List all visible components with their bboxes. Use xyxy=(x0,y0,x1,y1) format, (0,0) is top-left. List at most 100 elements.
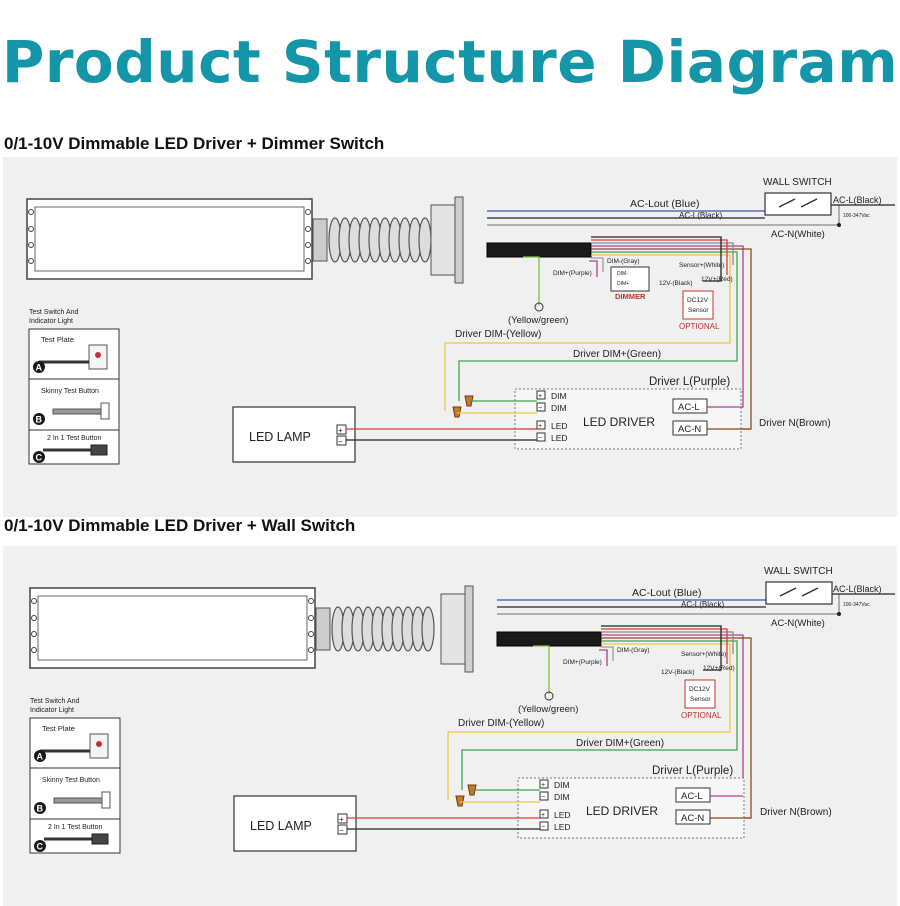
wire-dim-purple xyxy=(599,649,608,666)
terminal-box xyxy=(539,821,549,831)
wire-dim-gray xyxy=(591,257,604,272)
conduit-fitting xyxy=(430,204,456,276)
label-indicator-light: Indicator Light xyxy=(30,707,74,714)
label-sensor-white: Sensor+(White) xyxy=(679,262,724,269)
terminal-sign: − xyxy=(538,435,542,442)
label-test-plate: Test Plate xyxy=(41,335,74,344)
label-ac-n: AC-N(White) xyxy=(771,229,825,240)
terminal-label: LED xyxy=(554,810,571,820)
corrugated-conduit-ring xyxy=(421,606,435,652)
wire-driver-dim-minus-yellow xyxy=(444,254,731,411)
wire-ground-yellow-green xyxy=(533,645,550,694)
driver-housing-inner xyxy=(34,206,305,272)
wire-driver-dim-plus-green xyxy=(461,640,738,790)
label-optional: OPTIONAL xyxy=(679,322,720,331)
lamp-terminal-plus-sign: + xyxy=(338,426,343,435)
label-driver-n: Driver N(Brown) xyxy=(760,807,832,818)
page-title: Product Structure Diagram xyxy=(1,28,899,96)
label-ac-l-small: AC-L(Black) xyxy=(681,600,724,609)
label-12v-red: 12V+(Red) xyxy=(701,276,733,283)
label-12v-red: 12V+(Red) xyxy=(703,665,735,672)
terminal-dot xyxy=(837,223,841,227)
label-dc12v-sensor: Sensor xyxy=(690,696,711,703)
wire-nut xyxy=(455,795,465,807)
two-in-one-button-icon xyxy=(90,444,108,456)
label-ac-n-terminal: AC-N xyxy=(681,813,704,824)
housing-mount-hole xyxy=(28,209,34,215)
section-title-wall-switch: 0/1-10V Dimmable LED Driver + Wall Switc… xyxy=(4,516,356,535)
driver-housing xyxy=(26,198,313,280)
label-ac-lout: AC-Lout (Blue) xyxy=(630,198,699,210)
housing-mount-hole xyxy=(28,258,34,264)
panel-badge xyxy=(33,451,45,463)
wall-switch-lever xyxy=(778,198,796,208)
label-optional: OPTIONAL xyxy=(681,711,722,720)
terminal-sign: + xyxy=(538,393,542,400)
ac-l-terminal xyxy=(675,787,711,803)
label-driver-dim-plus: Driver DIM+(Green) xyxy=(573,349,661,360)
conduit-flange xyxy=(464,585,474,673)
label-dim-purple: DIM+(Purple) xyxy=(563,659,602,666)
terminal-box xyxy=(536,420,546,430)
panel-badge xyxy=(34,840,46,852)
terminal-box xyxy=(536,432,546,442)
housing-mount-hole xyxy=(28,226,34,232)
wire-nut xyxy=(452,406,462,418)
wire-12v-black xyxy=(591,236,722,282)
label-led-driver: LED DRIVER xyxy=(583,415,655,429)
wire-12v-black xyxy=(601,625,722,671)
label-dc12v-sensor: Sensor xyxy=(688,307,709,314)
wire-bundle-sleeve xyxy=(496,631,602,647)
label-driver-l: Driver L(Purple) xyxy=(652,765,733,777)
housing-mount-hole xyxy=(305,226,311,232)
label-indicator-light: Indicator Light xyxy=(29,318,73,325)
label-dc12v: DC12V xyxy=(689,686,711,693)
label-driver-dim-minus: Driver DIM-(Yellow) xyxy=(455,329,541,340)
wall-switch-label: WALL SWITCH xyxy=(764,566,833,577)
dc12v-sensor-box xyxy=(684,679,716,709)
ac-n-terminal xyxy=(675,809,711,825)
panel-badge-letter: B xyxy=(37,804,44,814)
wall-switch-label: WALL SWITCH xyxy=(763,177,832,188)
terminal-box xyxy=(539,791,549,801)
housing-mount-hole xyxy=(305,209,311,215)
conduit-fitting xyxy=(440,593,466,665)
wall-switch-lever xyxy=(779,587,797,597)
wire-ground-yellow-green xyxy=(523,256,540,305)
ac-l-terminal xyxy=(672,398,708,414)
wall-switch-box xyxy=(764,192,832,216)
terminal-box xyxy=(536,402,546,412)
ground-symbol xyxy=(534,302,544,312)
wire-bundle-sleeve xyxy=(486,242,592,258)
housing-mount-hole xyxy=(305,242,311,248)
panel-badge-letter: B xyxy=(36,415,43,425)
label-led-lamp: LED LAMP xyxy=(249,430,311,444)
housing-mount-hole xyxy=(305,258,311,264)
terminal-label: LED xyxy=(554,822,571,832)
driver-housing xyxy=(29,587,316,669)
terminal-label: DIM xyxy=(551,403,567,413)
corrugated-conduit-ring xyxy=(418,217,432,263)
label-ac-lout: AC-Lout (Blue) xyxy=(632,587,701,599)
panel-badge xyxy=(33,413,45,425)
terminal-sign: + xyxy=(541,782,545,789)
terminal-sign: − xyxy=(541,794,545,801)
label-yellow-green: (Yellow/green) xyxy=(508,315,568,326)
wall-switch-lever xyxy=(801,587,819,597)
wire-sensor-white xyxy=(591,242,734,265)
label-dim-gray: DIM-(Gray) xyxy=(607,258,640,265)
terminal-box xyxy=(539,779,549,789)
terminal-label: LED xyxy=(551,433,568,443)
ac-n-terminal xyxy=(672,420,708,436)
label-2in1-test-button: 2 In 1 Test Button xyxy=(48,824,102,831)
housing-mount-hole xyxy=(31,615,37,621)
terminal-sign: − xyxy=(538,405,542,412)
label-driver-dim-plus: Driver DIM+(Green) xyxy=(576,738,664,749)
wire-driver-dim-plus-green xyxy=(458,251,738,401)
label-sensor-white: Sensor+(White) xyxy=(681,651,726,658)
label-vac: 100-347Vac xyxy=(843,602,870,608)
terminal-sign: + xyxy=(538,423,542,430)
label-test-plate: Test Plate xyxy=(42,724,75,733)
panel-badge-letter: C xyxy=(37,842,44,852)
